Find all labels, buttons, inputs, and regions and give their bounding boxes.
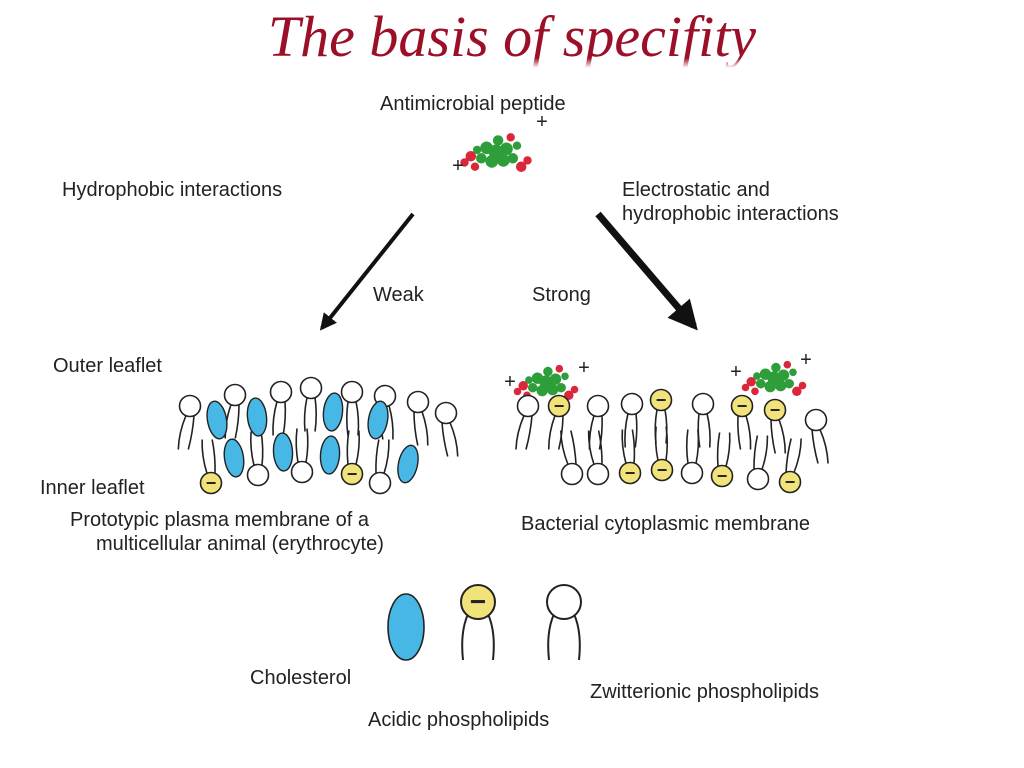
cholesterol-molecule <box>322 392 344 432</box>
electrostatic-label-line2: hydrophobic interactions <box>622 203 839 225</box>
minus-sign: − <box>206 473 217 493</box>
minus-sign: − <box>470 586 486 617</box>
zwitterionic-phospholipid <box>560 430 584 486</box>
minus-sign: − <box>770 400 781 420</box>
cholesterol-molecule <box>272 432 294 472</box>
minus-sign: − <box>656 390 667 410</box>
animal-membrane-caption-line2: multicellular animal (erythrocyte) <box>96 533 384 555</box>
cholesterol-legend-label: Cholesterol <box>250 667 352 689</box>
title-fade <box>0 58 1024 72</box>
acidic-phospholipid: − <box>340 430 364 486</box>
strong-label: Strong <box>532 284 591 306</box>
zwitterionic-phospholipid <box>691 392 715 448</box>
plus-sign: + <box>800 349 812 371</box>
zwitterionic-phospholipid <box>246 431 270 487</box>
charge-signs: + + + + + + <box>452 111 812 393</box>
acidic-phospholipid: − <box>199 439 223 495</box>
animal-membrane-caption-line1: Prototypic plasma membrane of a <box>70 509 370 531</box>
zwitterionic-phospholipid <box>299 376 323 432</box>
minus-sign: − <box>347 464 358 484</box>
inner-leaflet-label: Inner leaflet <box>40 477 145 499</box>
peptide-group <box>460 133 807 401</box>
erythrocyte-membrane: −− <box>177 376 459 495</box>
plus-sign: + <box>730 361 742 383</box>
peptide-molecule <box>741 360 807 397</box>
peptide-molecule <box>513 364 579 401</box>
outer-leaflet-label: Outer leaflet <box>53 355 162 377</box>
acidic-phospholipid: − <box>649 388 673 444</box>
cholesterol-molecule <box>223 438 245 478</box>
minus-sign: − <box>625 463 636 483</box>
plus-sign: + <box>504 371 516 393</box>
weak-label: Weak <box>373 284 424 306</box>
bacterial-membrane-caption: Bacterial cytoplasmic membrane <box>521 513 810 535</box>
acidic-phospholipid: − <box>650 426 674 482</box>
cholesterol-molecule <box>206 400 228 440</box>
zwitterionic-phospholipids-legend-label: Zwitterionic phospholipids <box>590 681 820 703</box>
zwitterionic-phospholipid-legend-icon <box>546 584 582 661</box>
zwitterionic-phospholipid <box>515 394 540 450</box>
cholesterol-legend-icon <box>387 593 425 661</box>
antimicrobial-peptide-label: Antimicrobial peptide <box>380 93 566 115</box>
zwitterionic-phospholipid <box>434 401 459 457</box>
peptide-molecule <box>460 133 532 172</box>
plus-sign: + <box>452 155 464 177</box>
plus-sign: + <box>536 111 548 133</box>
zwitterionic-phospholipid <box>680 429 704 485</box>
zwitterionic-phospholipid <box>586 430 610 486</box>
acidic-phospholipid: − <box>547 394 571 450</box>
minus-sign: − <box>785 472 796 492</box>
zwitterionic-phospholipid <box>586 394 610 450</box>
zwitterionic-phospholipid <box>290 428 314 484</box>
minus-sign: − <box>657 460 668 480</box>
strong-arrow <box>595 211 698 331</box>
cholesterol-molecule <box>246 397 268 437</box>
acidic-phospholipid-legend-icon: − <box>460 584 496 661</box>
minus-sign: − <box>717 466 728 486</box>
minus-sign: − <box>737 396 748 416</box>
acidic-phospholipids-legend-label: Acidic phospholipids <box>368 709 550 731</box>
zwitterionic-phospholipid <box>804 408 829 464</box>
zwitterionic-phospholipid <box>223 383 247 439</box>
acidic-phospholipid: − <box>730 394 754 450</box>
acidic-phospholipid: − <box>618 429 642 485</box>
acidic-phospholipid: − <box>778 438 802 494</box>
zwitterionic-phospholipid <box>746 435 770 491</box>
legend: − <box>387 584 582 661</box>
zwitterionic-phospholipid <box>620 392 644 448</box>
plus-sign: + <box>578 357 590 379</box>
cholesterol-molecule <box>367 400 389 440</box>
bacterial-membrane: − − − − − − − − <box>515 388 829 494</box>
zwitterionic-phospholipid <box>368 439 392 495</box>
hydrophobic-interactions-label: Hydrophobic interactions <box>62 179 283 201</box>
weak-arrow <box>319 212 415 331</box>
minus-sign: − <box>554 396 565 416</box>
acidic-phospholipid: − <box>710 432 734 488</box>
electrostatic-label-line1: Electrostatic and <box>622 179 770 201</box>
zwitterionic-phospholipid <box>340 380 364 436</box>
zwitterionic-phospholipid <box>269 380 293 436</box>
zwitterionic-phospholipid <box>177 394 202 450</box>
cholesterol-molecule <box>319 435 341 475</box>
acidic-phospholipid: − <box>763 398 787 454</box>
cholesterol-molecule <box>397 444 419 484</box>
zwitterionic-phospholipid <box>406 390 430 446</box>
